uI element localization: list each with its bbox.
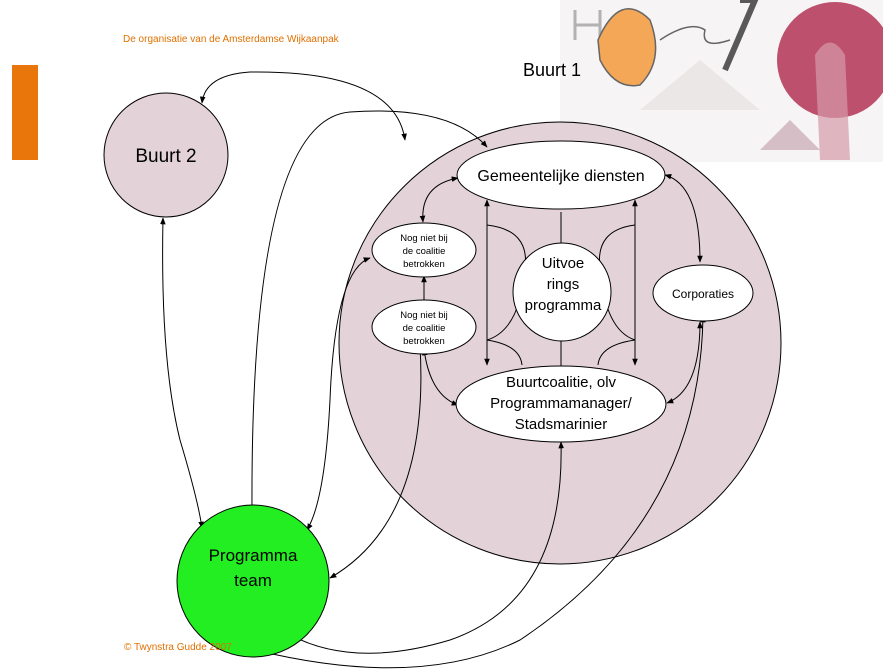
nog-niet-betrokken-label-1: Nog niet bij [400, 233, 448, 244]
uitvoeringsprogramma-label: programma [525, 297, 602, 314]
connector-arrow [664, 174, 703, 263]
copyright-footer: © Twynstra Gudde 2007 [124, 642, 232, 653]
gemeentelijke-diensten-node [456, 140, 666, 210]
nog-niet-betrokken-node-2 [371, 299, 477, 355]
nog-niet-betrokken-label-2: Nog niet bij [400, 310, 448, 321]
buurt2-circle [103, 92, 229, 218]
gemeentelijke-diensten-label: Gemeentelijke diensten [477, 168, 644, 185]
nog-niet-betrokken-label-2: de coalitie [403, 323, 446, 334]
uitvoeringsprogramma-node [512, 242, 612, 342]
corporaties-node [652, 264, 754, 322]
corporaties-label: Corporaties [672, 287, 734, 301]
buurt1-label: Buurt 1 [523, 60, 581, 80]
nog-niet-betrokken-label-1: de coalitie [403, 246, 446, 257]
nog-niet-betrokken-label-1: betrokken [403, 259, 445, 270]
connector-arrow [254, 315, 706, 669]
connector-arrow [419, 176, 459, 223]
accent-bar [12, 65, 38, 160]
nog-niet-betrokken-label-2: betrokken [403, 336, 445, 347]
programmateam-label: team [234, 571, 272, 590]
uitvoeringsprogramma-label: rings [547, 276, 580, 293]
programmateam-label: Programma [209, 546, 298, 565]
buurtcoalitie-label: Buurtcoalitie, olv [506, 374, 617, 391]
page-title: De organisatie van de Amsterdamse Wijkaa… [123, 34, 339, 45]
programmateam-node [176, 504, 330, 658]
uitvoeringsprogramma-label: Uitvoe [542, 255, 585, 272]
buurtcoalitie-label: Stadsmarinier [515, 416, 608, 433]
nog-niet-betrokken-node-1 [371, 222, 477, 278]
buurt2-label: Buurt 2 [135, 146, 196, 167]
connector-arrow [160, 217, 204, 529]
buurtcoalitie-node [455, 365, 667, 443]
buurtcoalitie-label: Programmamanager/ [490, 395, 633, 412]
connector-arrow [199, 71, 407, 141]
